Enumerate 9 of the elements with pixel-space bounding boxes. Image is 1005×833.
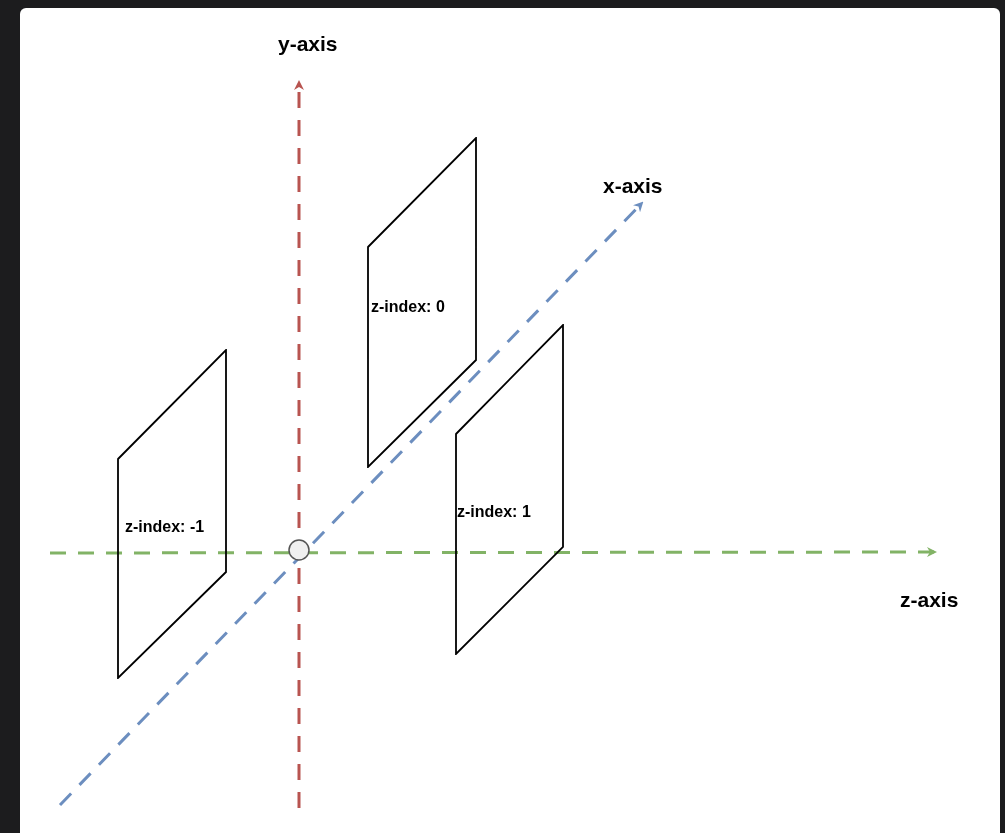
plane-parallelogram	[117, 349, 227, 679]
plane-parallelogram	[367, 137, 477, 468]
axis-label: y-axis	[278, 31, 338, 57]
plane-label: z-index: -1	[125, 517, 205, 537]
plane-parallelogram	[455, 324, 564, 655]
axis-label: z-axis	[900, 587, 959, 613]
axis-label: x-axis	[603, 173, 663, 199]
plane-label: z-index: 1	[457, 502, 531, 522]
plane-label: z-index: 0	[371, 297, 445, 317]
